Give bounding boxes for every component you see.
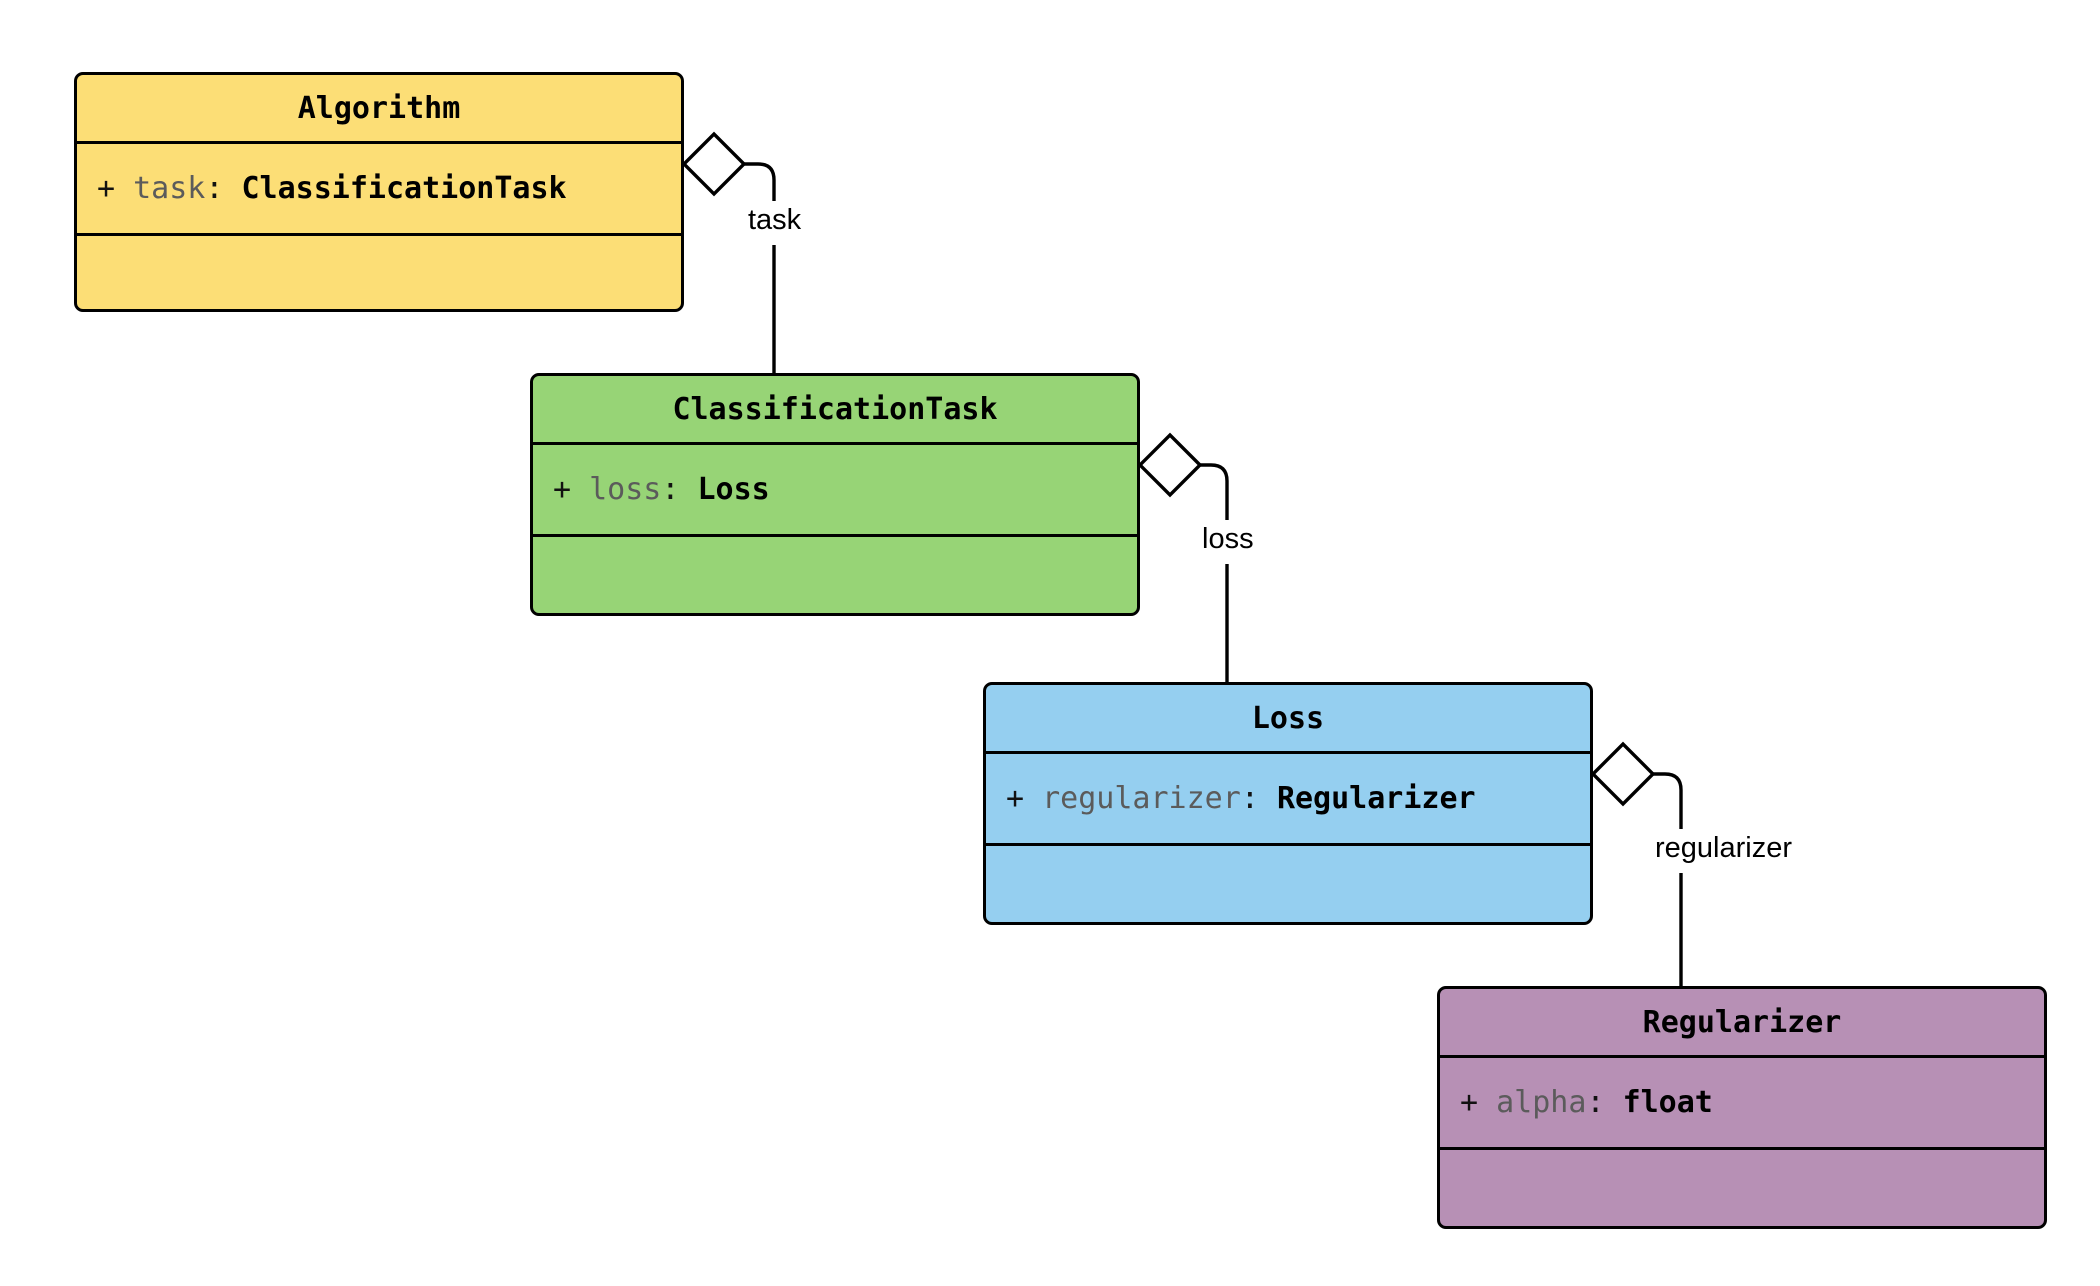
relation-line-upper [1653, 772, 1683, 829]
uml-methods-compartment [1440, 1147, 2044, 1225]
uml-class-classificationtask[interactable]: ClassificationTask + loss: Loss [530, 373, 1140, 616]
attribute-name: regularizer [1042, 780, 1241, 816]
relation-label-rel-loss: loss [1195, 522, 1261, 557]
attribute-name: task [133, 170, 206, 206]
uml-attribute: + alpha: float [1460, 1084, 1713, 1120]
uml-class-name: Loss [1251, 700, 1325, 736]
attribute-separator: : [1586, 1084, 1605, 1120]
aggregation-diamond-icon [1590, 741, 1656, 807]
relation-rel-loss [1137, 432, 1229, 682]
relation-label-rel-regularizer: regularizer [1648, 831, 1799, 866]
aggregation-diamond-icon [1137, 432, 1203, 498]
relation-line-upper [1200, 463, 1229, 520]
attribute-visibility: + [1460, 1084, 1479, 1120]
uml-title-compartment: Regularizer [1440, 989, 2044, 1055]
uml-attribute: + loss: Loss [553, 471, 770, 507]
uml-attribute: + regularizer: Regularizer [1006, 780, 1476, 816]
attribute-type: ClassificationTask [241, 170, 567, 206]
attribute-name: loss [589, 471, 662, 507]
attribute-name: alpha [1496, 1084, 1587, 1120]
uml-methods-compartment [77, 233, 681, 308]
attribute-type: Loss [697, 471, 770, 507]
attribute-visibility: + [97, 170, 116, 206]
uml-attributes-compartment: + alpha: float [1440, 1055, 2044, 1147]
attribute-type: Regularizer [1276, 780, 1476, 816]
uml-attributes-compartment: + loss: Loss [533, 442, 1137, 534]
attribute-separator: : [205, 170, 224, 206]
uml-attributes-compartment: + task: ClassificationTask [77, 141, 681, 233]
uml-title-compartment: ClassificationTask [533, 376, 1137, 442]
uml-class-name: Algorithm [297, 90, 461, 126]
uml-attribute: + task: ClassificationTask [97, 170, 567, 206]
attribute-visibility: + [1006, 780, 1025, 816]
uml-class-name: Regularizer [1642, 1004, 1842, 1040]
uml-attributes-compartment: + regularizer: Regularizer [986, 751, 1590, 843]
uml-class-loss[interactable]: Loss + regularizer: Regularizer [983, 682, 1593, 925]
relation-label-rel-task: task [741, 203, 809, 238]
attribute-visibility: + [553, 471, 572, 507]
uml-title-compartment: Loss [986, 685, 1590, 751]
uml-methods-compartment [986, 843, 1590, 921]
uml-class-name: ClassificationTask [672, 391, 998, 427]
attribute-type: float [1622, 1084, 1713, 1120]
uml-methods-compartment [533, 534, 1137, 612]
uml-class-regularizer[interactable]: Regularizer + alpha: float [1437, 986, 2047, 1229]
uml-title-compartment: Algorithm [77, 75, 681, 141]
relation-rel-task [681, 131, 776, 373]
attribute-separator: : [1240, 780, 1259, 816]
aggregation-diamond-icon [681, 131, 747, 197]
uml-class-algorithm[interactable]: Algorithm + task: ClassificationTask [74, 72, 684, 312]
relation-line-upper [744, 162, 776, 201]
attribute-separator: : [661, 471, 680, 507]
